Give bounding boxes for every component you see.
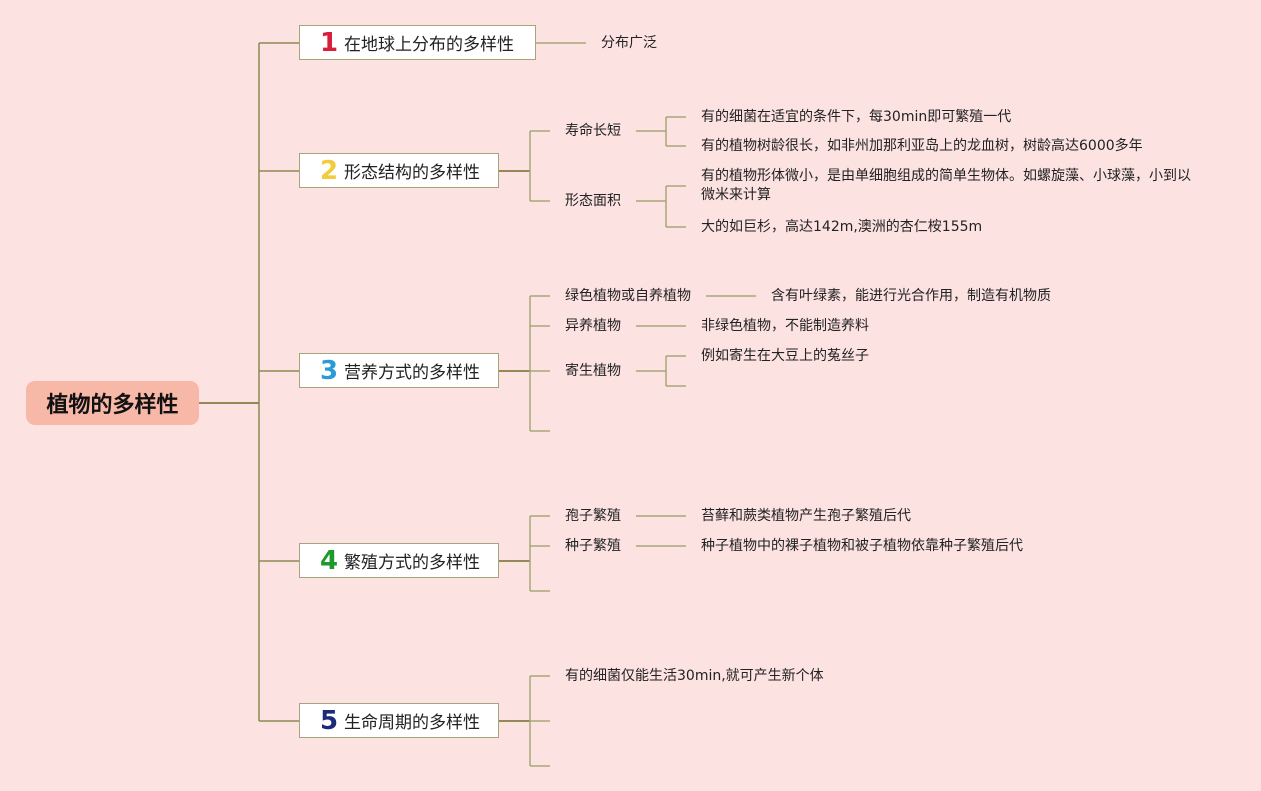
root-topic-label: 植物的多样性 (46, 393, 179, 418)
subtopic-autotrophic[interactable]: 绿色植物或自养植物 (565, 288, 691, 304)
detail-dragon-tree[interactable]: 有的植物树龄很长，如非州加那利亚岛上的龙血树，树龄高达6000多年 (701, 138, 1143, 154)
branch-2-label: 形态结构的多样性 (344, 163, 480, 183)
detail-microscopic-plants[interactable]: 有的植物形体微小，是由单细胞组成的简单生物体。如螺旋藻、小球藻，小到以微米来计算 (701, 168, 1191, 203)
detail-short-lived-bacteria[interactable]: 有的细菌仅能生活30min,就可产生新个体 (565, 668, 824, 684)
branch-3-label: 营养方式的多样性 (344, 363, 480, 383)
branch-4-node[interactable]: 4 繁殖方式的多样性 (299, 543, 499, 578)
subtopic-heterotrophic[interactable]: 异养植物 (565, 318, 621, 334)
subtopic-parasitic[interactable]: 寄生植物 (565, 363, 621, 379)
branch-2-node[interactable]: 2 形态结构的多样性 (299, 153, 499, 188)
detail-non-green[interactable]: 非绿色植物，不能制造养料 (701, 318, 869, 334)
detail-chlorophyll[interactable]: 含有叶绿素，能进行光合作用，制造有机物质 (771, 288, 1051, 304)
detail-dodder[interactable]: 例如寄生在大豆上的菟丝子 (701, 348, 869, 364)
subtopic-morphology[interactable]: 形态面积 (565, 193, 621, 209)
detail-giant-sequoia[interactable]: 大的如巨杉，高达142m,澳洲的杏仁桉155m (701, 219, 983, 235)
detail-seed-plants[interactable]: 种子植物中的裸子植物和被子植物依靠种子繁殖后代 (701, 538, 1023, 554)
branch-1-node[interactable]: 1 在地球上分布的多样性 (299, 25, 536, 60)
branch-5-node[interactable]: 5 生命周期的多样性 (299, 703, 499, 738)
number-4-icon: 4 (319, 545, 339, 576)
root-topic[interactable]: 植物的多样性 (26, 381, 199, 425)
number-3-icon: 3 (319, 355, 339, 386)
branch-3-node[interactable]: 3 营养方式的多样性 (299, 353, 499, 388)
branch-5-label: 生命周期的多样性 (344, 713, 480, 733)
branch-1-leaf[interactable]: 分布广泛 (601, 35, 657, 51)
number-1-icon: 1 (319, 27, 339, 58)
branch-1-label: 在地球上分布的多样性 (344, 35, 514, 55)
detail-bacteria-reproduction[interactable]: 有的细菌在适宜的条件下，每30min即可繁殖一代 (701, 109, 1012, 125)
subtopic-seed[interactable]: 种子繁殖 (565, 538, 621, 554)
detail-mosses-ferns[interactable]: 苔藓和蕨类植物产生孢子繁殖后代 (701, 508, 911, 524)
subtopic-lifespan[interactable]: 寿命长短 (565, 123, 621, 139)
subtopic-spore[interactable]: 孢子繁殖 (565, 508, 621, 524)
branch-4-label: 繁殖方式的多样性 (344, 553, 480, 573)
number-2-icon: 2 (319, 155, 339, 186)
number-5-icon: 5 (319, 705, 339, 736)
